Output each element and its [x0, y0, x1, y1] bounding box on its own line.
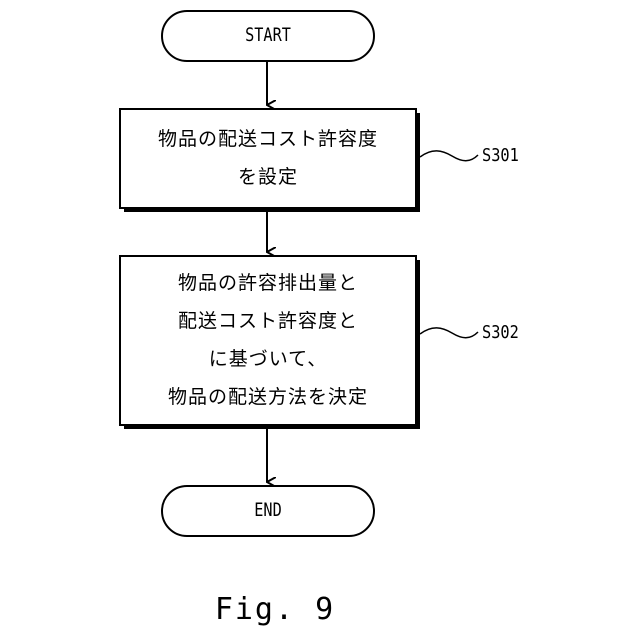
- s301-line-1: 物品の配送コスト許容度: [120, 120, 416, 158]
- s302-step-label: S302: [482, 322, 519, 343]
- s302-text: 物品の許容排出量と 配送コスト許容度と に基づいて、 物品の配送方法を決定: [120, 264, 416, 416]
- s301-line-2: を設定: [120, 158, 416, 196]
- s302-line-4: 物品の配送方法を決定: [120, 378, 416, 416]
- s302-line-2: 配送コスト許容度と: [120, 302, 416, 340]
- end-label: END: [183, 499, 353, 521]
- s301-step-label: S301: [482, 145, 519, 166]
- start-label: START: [183, 24, 353, 46]
- s302-line-1: 物品の許容排出量と: [120, 264, 416, 302]
- figure-caption: Fig. 9: [0, 592, 550, 627]
- s302-line-3: に基づいて、: [120, 340, 416, 378]
- s302-leader-line: [420, 328, 478, 338]
- s301-text: 物品の配送コスト許容度 を設定: [120, 120, 416, 196]
- s301-leader-line: [420, 151, 478, 161]
